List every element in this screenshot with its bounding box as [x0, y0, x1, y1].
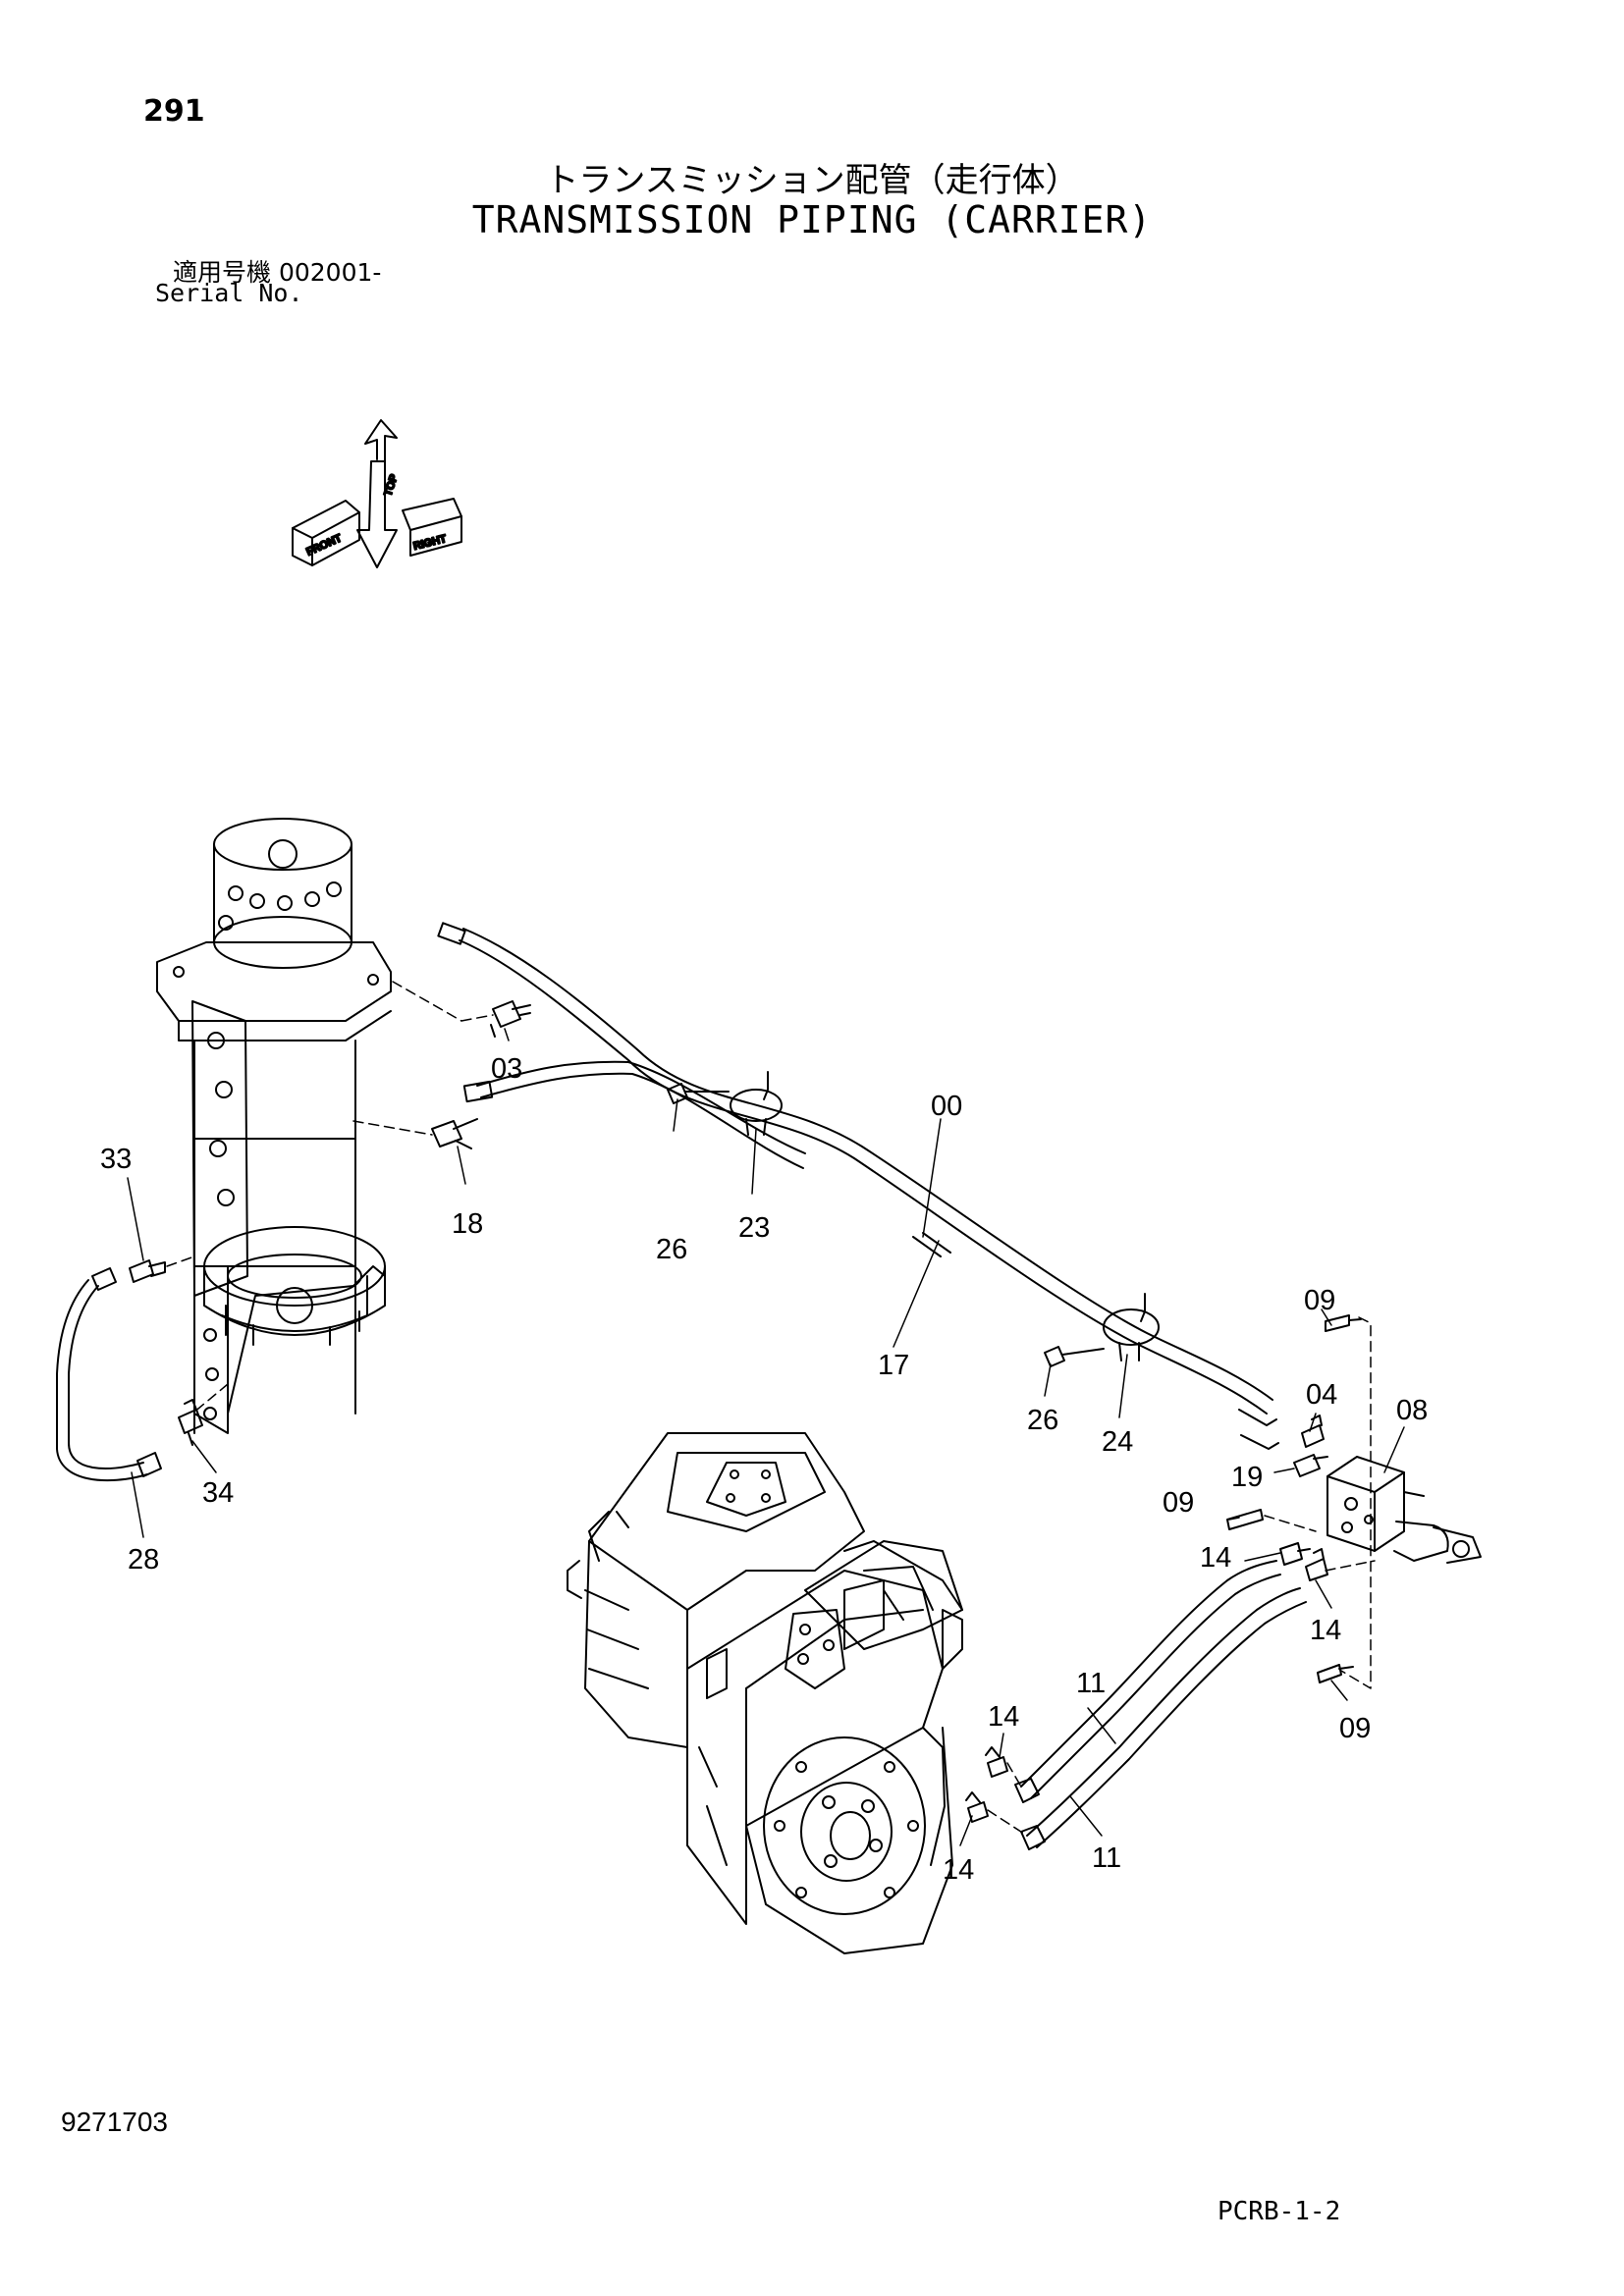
callout-leaders: [127, 1028, 1405, 1846]
callout-labels: 03 18 26 23 00 17 26 24 33 34 28 09 04 0…: [100, 1053, 1428, 1886]
callout-11-upper: 11: [1076, 1668, 1106, 1699]
callout-14-c: 14: [988, 1701, 1019, 1733]
clamp-24: [1103, 1293, 1160, 1362]
callout-17: 17: [878, 1350, 909, 1381]
bolt-26-lower: [1044, 1346, 1105, 1367]
callout-19: 19: [1231, 1462, 1263, 1493]
document-number: 9271703: [61, 2107, 169, 2137]
fitting-14-b: [1305, 1548, 1328, 1581]
callout-08: 08: [1396, 1395, 1428, 1426]
hoses-11: [1014, 1560, 1307, 1850]
callout-04: 04: [1306, 1379, 1337, 1411]
serial-label-english: Serial No.: [155, 279, 303, 307]
bolt-09-upper: [1325, 1314, 1362, 1332]
callout-26-upper: 26: [656, 1234, 687, 1265]
clamp-23: [730, 1071, 783, 1136]
fitting-34: [178, 1399, 203, 1446]
callout-23: 23: [738, 1212, 770, 1244]
sheet-code: PCRB-1-2: [1218, 2197, 1341, 2226]
fitting-03: [490, 1000, 531, 1038]
callout-33: 33: [100, 1144, 132, 1175]
fitting-18: [431, 1118, 478, 1149]
callout-00: 00: [931, 1091, 962, 1122]
fitting-14-a: [1279, 1542, 1311, 1566]
fitting-14-c: [985, 1746, 1008, 1778]
title-english: TRANSMISSION PIPING (CARRIER): [471, 198, 1153, 241]
callout-26-lower: 26: [1027, 1405, 1058, 1436]
valve-block-08: [1326, 1456, 1482, 1564]
callout-18: 18: [452, 1208, 483, 1240]
hose-28: [56, 1267, 162, 1482]
callout-14-b: 14: [1310, 1615, 1341, 1646]
callout-14-d: 14: [943, 1854, 974, 1886]
callout-09-lower: 09: [1339, 1713, 1371, 1744]
callout-34: 34: [202, 1477, 234, 1509]
callout-09-middle: 09: [1163, 1487, 1194, 1519]
reference-lines: [166, 981, 1376, 1837]
callout-24: 24: [1102, 1426, 1133, 1458]
swivel-joint-assembly: [156, 818, 392, 1434]
title-japanese: トランスミッション配管（走行体）: [545, 161, 1079, 200]
callout-03: 03: [491, 1053, 522, 1085]
serial-label-japanese: 適用号機 002001-: [173, 258, 382, 287]
bolt-09-middle: [1226, 1509, 1264, 1530]
callout-11-lower: 11: [1092, 1842, 1121, 1874]
page-number: 291: [143, 94, 205, 129]
fitting-33: [129, 1259, 166, 1283]
callout-09-upper: 09: [1304, 1285, 1335, 1316]
transmission-assembly: [567, 1432, 963, 1954]
callout-28: 28: [128, 1544, 159, 1575]
hose-bundle-main: [437, 922, 1279, 1450]
bolt-26-upper: [667, 1083, 730, 1104]
orientation-compass-icon: FRONT TOP RIGHT: [292, 419, 462, 568]
bolt-09-lower: [1317, 1664, 1354, 1683]
fitting-19: [1293, 1454, 1328, 1477]
fitting-14-d: [965, 1791, 989, 1823]
callout-14-a: 14: [1200, 1542, 1231, 1574]
